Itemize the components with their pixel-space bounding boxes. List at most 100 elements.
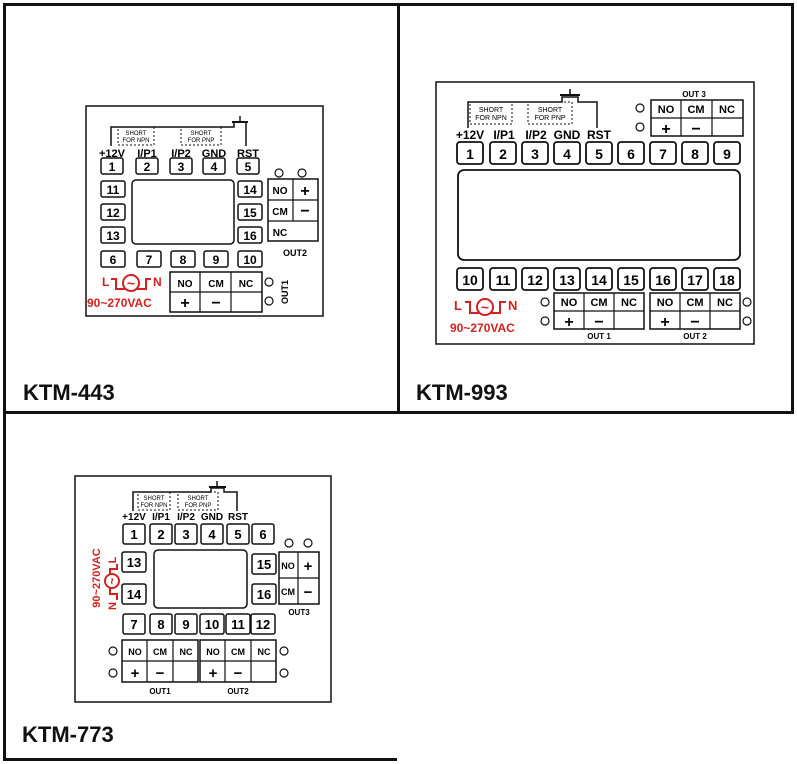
terminal-9: 9: [203, 250, 229, 268]
label-12v: +12V: [456, 128, 484, 142]
out1-label: OUT1: [280, 280, 290, 304]
out1-plus: +: [564, 314, 573, 331]
short-pnp-label: SHORT: [538, 107, 563, 114]
terminal-8: 8: [149, 613, 173, 635]
label-12v: +12V: [99, 148, 126, 160]
led-out1-1: [108, 646, 118, 656]
out2-nc: NC: [717, 297, 733, 309]
terminal-3: 3: [174, 523, 198, 545]
out1-minus: −: [594, 314, 603, 331]
vac-label: 90~270VAC: [87, 296, 152, 310]
led-out2-1: [274, 168, 284, 178]
terminal-14: 14: [237, 180, 263, 198]
terminal-6: 6: [617, 141, 645, 165]
svg-text:5: 5: [234, 527, 241, 542]
led-out2-2: [297, 168, 307, 178]
display-window: [457, 169, 741, 261]
svg-text:12: 12: [106, 206, 120, 220]
terminal-9: 9: [174, 613, 198, 635]
svg-text:9: 9: [213, 253, 220, 267]
svg-text:16: 16: [257, 587, 271, 602]
out3-label: OUT3: [288, 608, 310, 617]
label-ip1: I/P1: [152, 512, 170, 523]
terminal-2: 2: [135, 157, 159, 175]
terminal-13: 13: [100, 226, 126, 244]
terminal-17: 17: [681, 267, 709, 291]
svg-text:13: 13: [127, 555, 141, 570]
terminal-1: 1: [456, 141, 484, 165]
terminal-8: 8: [681, 141, 709, 165]
terminal-13: 13: [553, 267, 581, 291]
out3-cm: CM: [281, 587, 295, 597]
out3-no: NO: [281, 561, 295, 571]
svg-text:2: 2: [144, 160, 151, 174]
panel-empty: [397, 411, 794, 761]
out1-no: NO: [128, 647, 142, 657]
display-window: [131, 179, 235, 245]
terminal-10: 10: [237, 250, 263, 268]
svg-text:L: L: [102, 275, 109, 289]
svg-text:L: L: [107, 556, 119, 563]
out2-cm: CM: [686, 297, 703, 309]
led-out3-2: [303, 538, 313, 548]
out1-minus: −: [156, 665, 165, 682]
terminal-16: 16: [251, 583, 277, 605]
out1-cm: CM: [590, 297, 607, 309]
label-ip2: I/P2: [171, 148, 191, 160]
led-out1-1: [540, 297, 550, 307]
out3-minus: −: [304, 584, 313, 601]
terminal-4: 4: [200, 523, 224, 545]
vac-label: 90~270VAC: [91, 548, 103, 607]
svg-text:9: 9: [182, 617, 189, 632]
terminal-14: 14: [121, 583, 147, 605]
diagram-ktm-773: SHORT FOR NPN SHORT FOR PNP +12V I/P1 I/…: [74, 475, 332, 703]
out3-cm: CM: [687, 104, 704, 116]
model-title-ktm-443: KTM-443: [23, 380, 115, 405]
led-out1-1: [264, 277, 274, 287]
out3-plus: +: [661, 121, 670, 138]
label-rst: RST: [237, 148, 259, 160]
out2-cm: CM: [272, 207, 288, 218]
diagram-ktm-443: SHORT FOR NPN SHORT FOR PNP +12V I/P1 I/…: [85, 105, 324, 317]
svg-text:2: 2: [499, 146, 507, 162]
terminal-7: 7: [649, 141, 677, 165]
label-ip2: I/P2: [177, 512, 195, 523]
terminal-12: 12: [521, 267, 549, 291]
terminal-7: 7: [122, 613, 146, 635]
out2-no: NO: [206, 647, 220, 657]
out3-nc: NC: [719, 104, 735, 116]
svg-text:6: 6: [110, 253, 117, 267]
out2-cm: CM: [231, 647, 245, 657]
label-rst: RST: [587, 128, 612, 142]
svg-text:14: 14: [591, 272, 607, 288]
out2-minus: −: [300, 203, 309, 220]
short-pnp-label: SHORT: [188, 496, 209, 502]
svg-text:14: 14: [243, 183, 257, 197]
label-gnd: GND: [202, 148, 227, 160]
svg-text:1: 1: [130, 527, 137, 542]
terminal-13: 13: [121, 551, 147, 573]
short-pnp-sub: FOR PNP: [534, 115, 565, 122]
svg-text:3: 3: [178, 160, 185, 174]
terminal-15: 15: [237, 203, 263, 221]
terminal-4: 4: [202, 157, 226, 175]
svg-text:7: 7: [146, 253, 153, 267]
terminal-12: 12: [250, 613, 276, 635]
terminal-6: 6: [251, 523, 275, 545]
out2-label: OUT 2: [683, 332, 707, 341]
terminal-6: 6: [100, 250, 126, 268]
terminal-15: 15: [251, 553, 277, 575]
out1-label: OUT 1: [587, 332, 611, 341]
out2-minus: −: [234, 665, 243, 682]
panel-ktm-443: SHORT FOR NPN SHORT FOR PNP +12V I/P1 I/…: [3, 3, 400, 414]
terminal-1: 1: [122, 523, 146, 545]
model-title-ktm-773: KTM-773: [22, 722, 114, 747]
svg-text:11: 11: [231, 617, 245, 632]
svg-text:15: 15: [623, 272, 639, 288]
led-out2-2: [279, 668, 289, 678]
svg-text:2: 2: [157, 527, 164, 542]
svg-text:N: N: [107, 602, 119, 610]
label-ip1: I/P1: [493, 128, 515, 142]
led-out3-1: [635, 103, 645, 113]
terminal-3: 3: [521, 141, 549, 165]
